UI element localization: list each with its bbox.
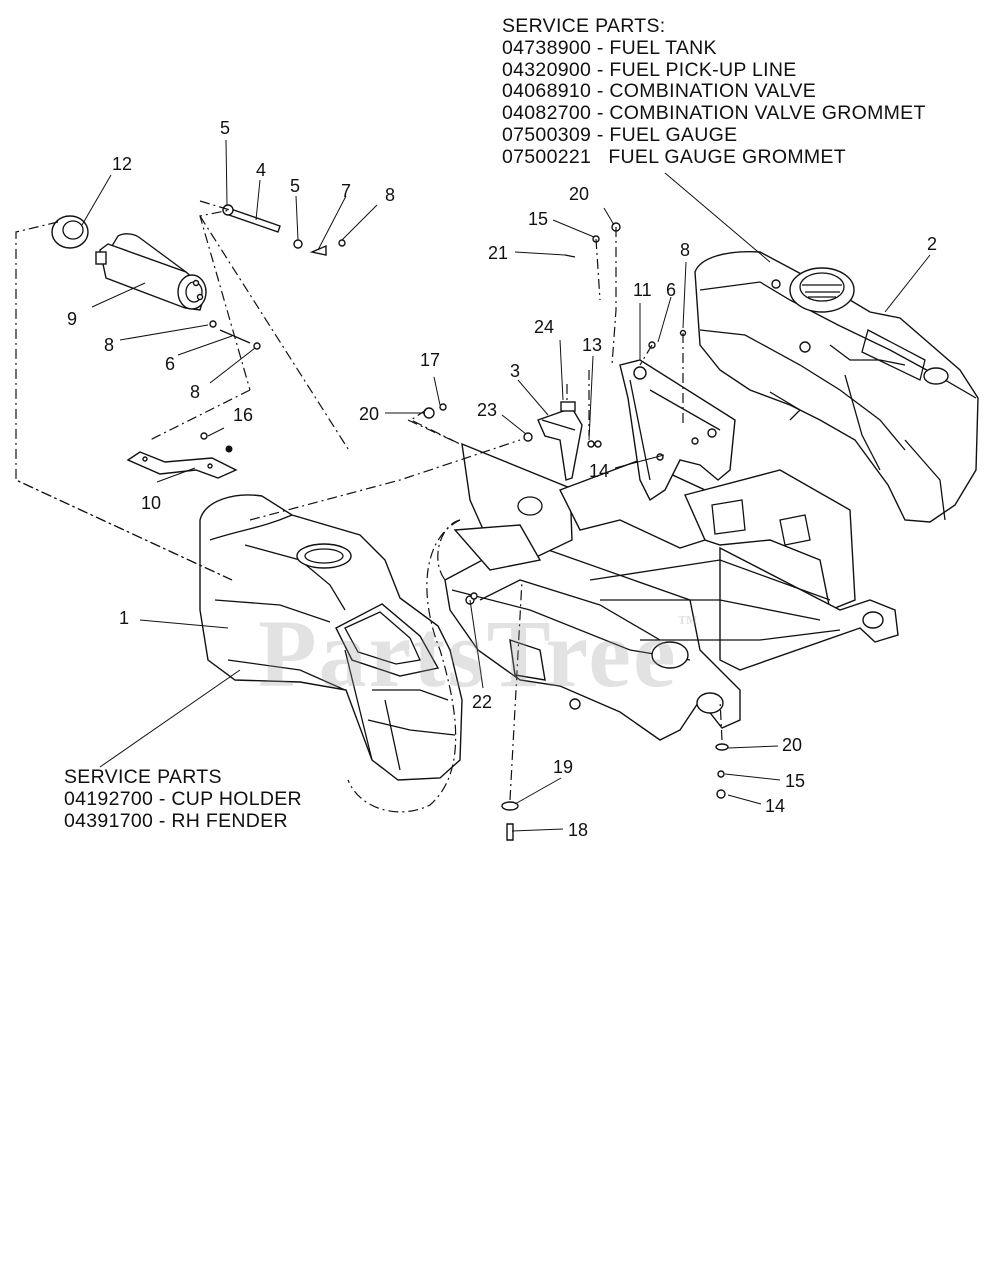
callout-5a: 5: [220, 118, 230, 138]
callout-4: 4: [256, 160, 266, 180]
callout-14b: 14: [765, 796, 785, 816]
service-part-row: 04738900 - FUEL TANK: [502, 36, 717, 59]
callout-22: 22: [472, 692, 492, 712]
hardware-fasteners: [200, 222, 729, 841]
leader-lines: [81, 139, 931, 832]
bracket-plate-part[interactable]: [537, 401, 583, 481]
service-part-row: 07500309 - FUEL GAUGE: [502, 123, 738, 146]
callout-3: 3: [510, 361, 520, 381]
callout-6a: 6: [165, 354, 175, 374]
callout-8d: 8: [680, 240, 690, 260]
callout-24: 24: [534, 317, 554, 337]
callout-20c: 20: [782, 735, 802, 755]
callout-8a: 8: [385, 185, 395, 205]
service-parts-list-top: SERVICE PARTS: 04738900 - FUEL TANK 0432…: [502, 15, 926, 169]
callout-21: 21: [488, 243, 508, 263]
callout-1: 1: [119, 608, 129, 628]
service-part-row: 04391700 - RH FENDER: [64, 809, 288, 832]
service-part-row: 04068910 - COMBINATION VALVE: [502, 80, 817, 103]
callout-18: 18: [568, 820, 588, 840]
service-parts-heading: SERVICE PARTS:: [502, 15, 666, 37]
service-part-row: 04320900 - FUEL PICK-UP LINE: [502, 58, 797, 81]
clamp-part[interactable]: [51, 215, 89, 249]
callout-10: 10: [141, 493, 161, 513]
assembly-lines: [15, 200, 723, 801]
callout-8b: 8: [104, 335, 114, 355]
callout-15b: 15: [785, 771, 805, 791]
callout-11: 11: [633, 280, 652, 300]
callout-8c: 8: [190, 382, 200, 402]
fuel-filter-part[interactable]: [95, 233, 207, 311]
strap-part[interactable]: [126, 451, 238, 479]
callout-15a: 15: [528, 209, 548, 229]
callout-6b: 6: [666, 280, 676, 300]
callout-13: 13: [582, 335, 602, 355]
service-parts-heading: SERVICE PARTS: [64, 766, 222, 788]
partstree-watermark: PartsTree™: [258, 600, 700, 707]
callout-7: 7: [341, 181, 351, 201]
callout-17: 17: [420, 350, 440, 370]
fuel-tank-part[interactable]: [694, 250, 979, 523]
callout-20a: 20: [359, 404, 379, 424]
service-part-row: 04192700 - CUP HOLDER: [64, 787, 302, 810]
callout-labels: 1 2 3 4 5 5 6 6 7 8 8 8 8 9 10 11 12 13 …: [67, 118, 937, 840]
callout-14a: 14: [589, 461, 609, 481]
rh-fender-part[interactable]: [199, 494, 463, 813]
rod-part[interactable]: [209, 204, 346, 350]
service-part-row: 07500221 FUEL GAUGE GROMMET: [502, 145, 846, 168]
callout-20b: 20: [569, 184, 589, 204]
frame-chassis: [437, 359, 899, 741]
callout-19: 19: [553, 757, 573, 777]
callout-5b: 5: [290, 176, 300, 196]
callout-16: 16: [233, 405, 253, 425]
service-part-row: 04082700 - COMBINATION VALVE GROMMET: [502, 102, 926, 125]
callout-23: 23: [477, 400, 497, 420]
service-parts-list-bottom: SERVICE PARTS 04192700 - CUP HOLDER 0439…: [64, 766, 302, 832]
callout-2: 2: [927, 234, 937, 254]
callout-9: 9: [67, 309, 77, 329]
callout-12: 12: [112, 154, 132, 174]
